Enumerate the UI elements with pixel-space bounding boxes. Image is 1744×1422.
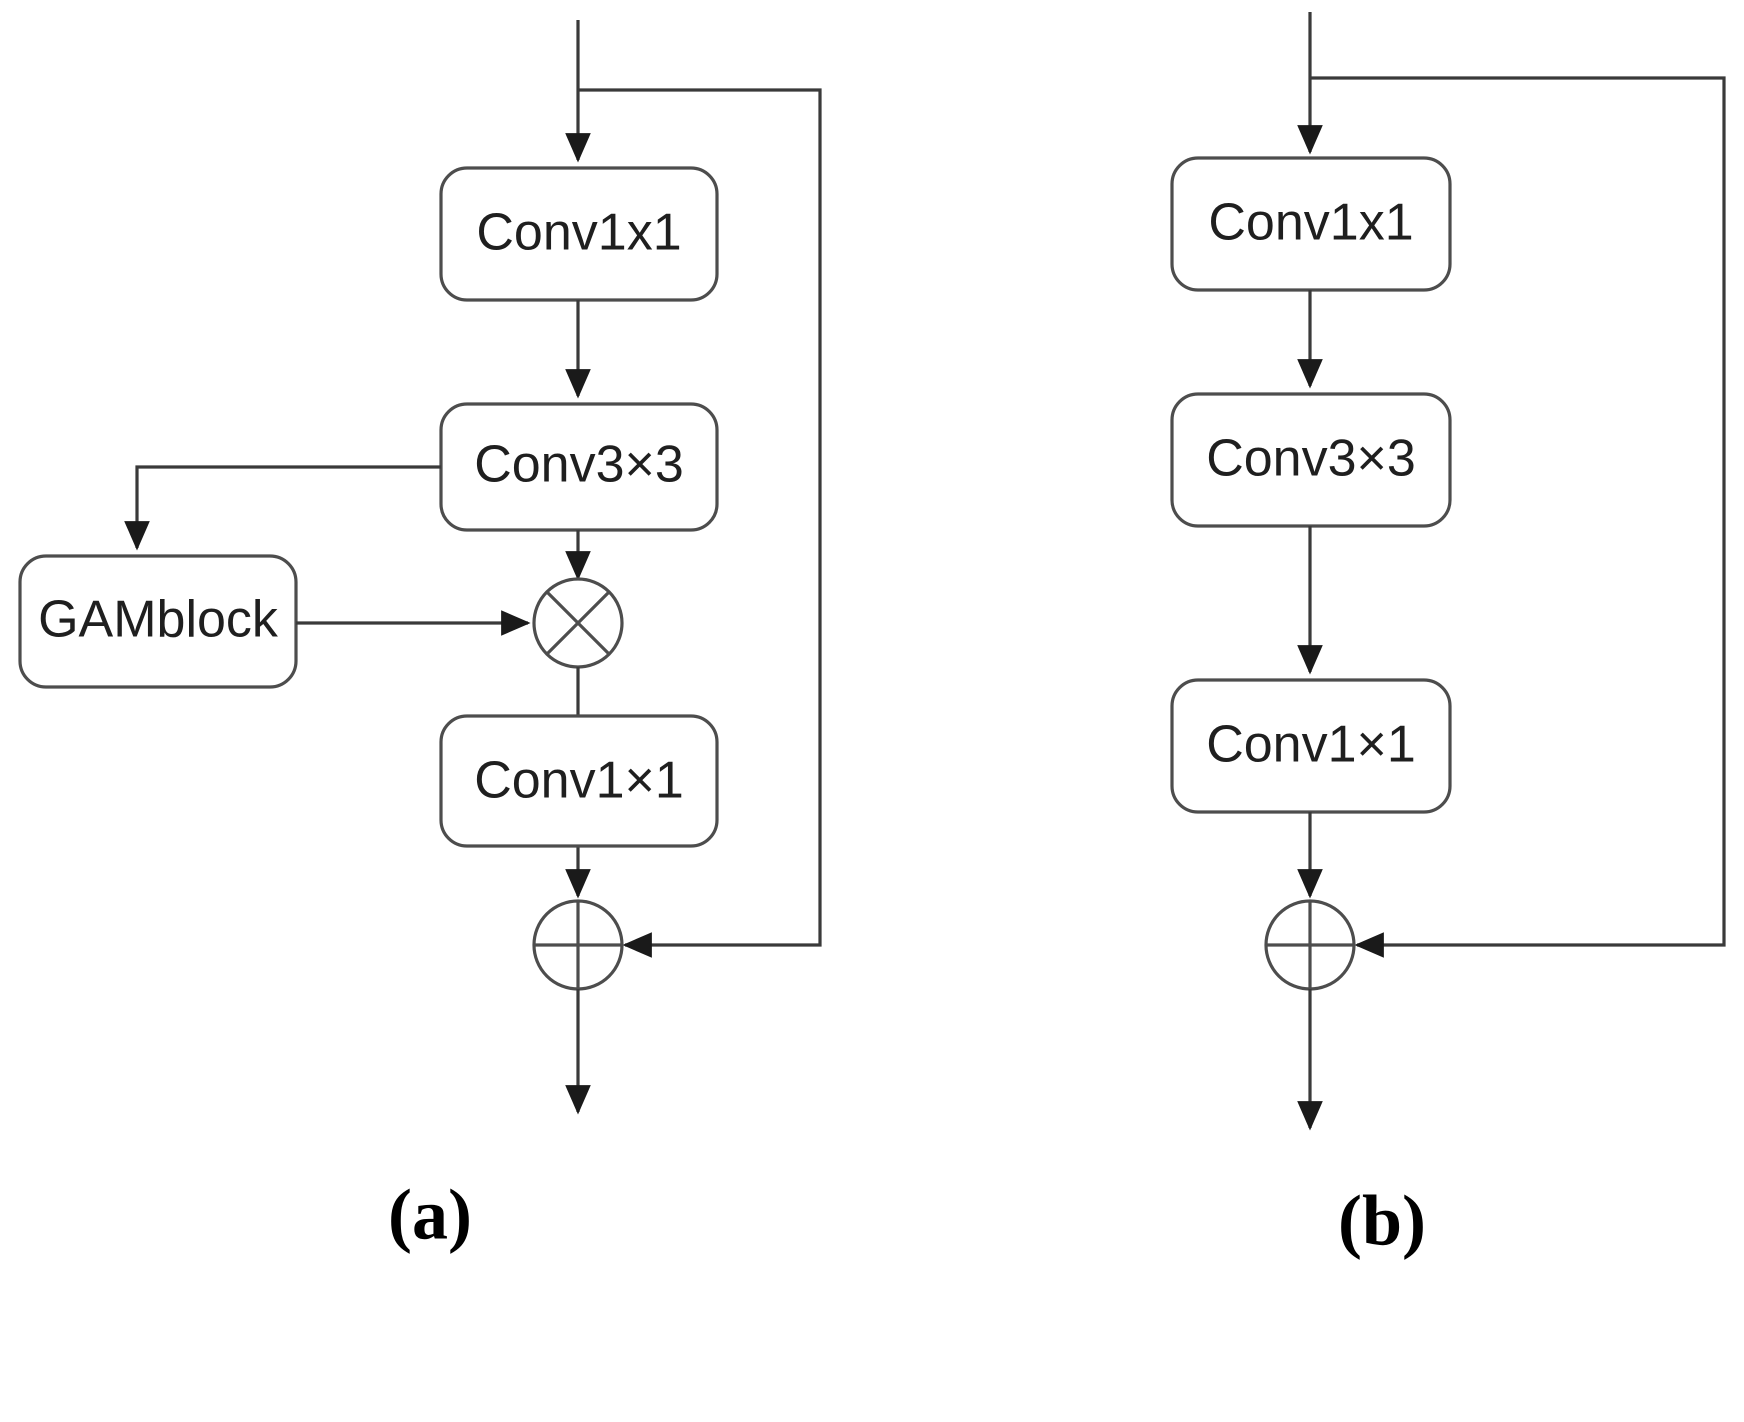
caption-panel-b: (b)	[1338, 1181, 1426, 1261]
edge-skip-connection-a	[578, 88, 822, 958]
node-a-gamblock-label: GAMblock	[38, 591, 279, 649]
node-a-conv1x1-bottom-label: Conv1×1	[474, 752, 684, 810]
panel-a: Conv1x1 Conv3×3 GAMblock Conv1×1	[18, 20, 822, 1255]
multiply-icon-stroke-2	[545, 590, 611, 656]
node-a-conv1x1-top-label: Conv1x1	[476, 204, 681, 262]
edge-skip-connection-b	[1310, 76, 1726, 958]
node-a-conv3x3-label: Conv3×3	[474, 436, 684, 494]
node-b-conv1x1-bottom-label: Conv1×1	[1206, 716, 1416, 774]
node-b-conv1x1-top-label: Conv1x1	[1208, 194, 1413, 252]
edge-a-conv3x3-to-gamblock	[124, 465, 441, 551]
node-a-conv1x1-bottom	[439, 714, 719, 848]
caption-panel-a: (a)	[388, 1175, 472, 1255]
panel-b: Conv1x1 Conv3×3 Conv1×1 (b)	[1170, 12, 1726, 1261]
node-b-conv3x3-label: Conv3×3	[1206, 430, 1416, 488]
